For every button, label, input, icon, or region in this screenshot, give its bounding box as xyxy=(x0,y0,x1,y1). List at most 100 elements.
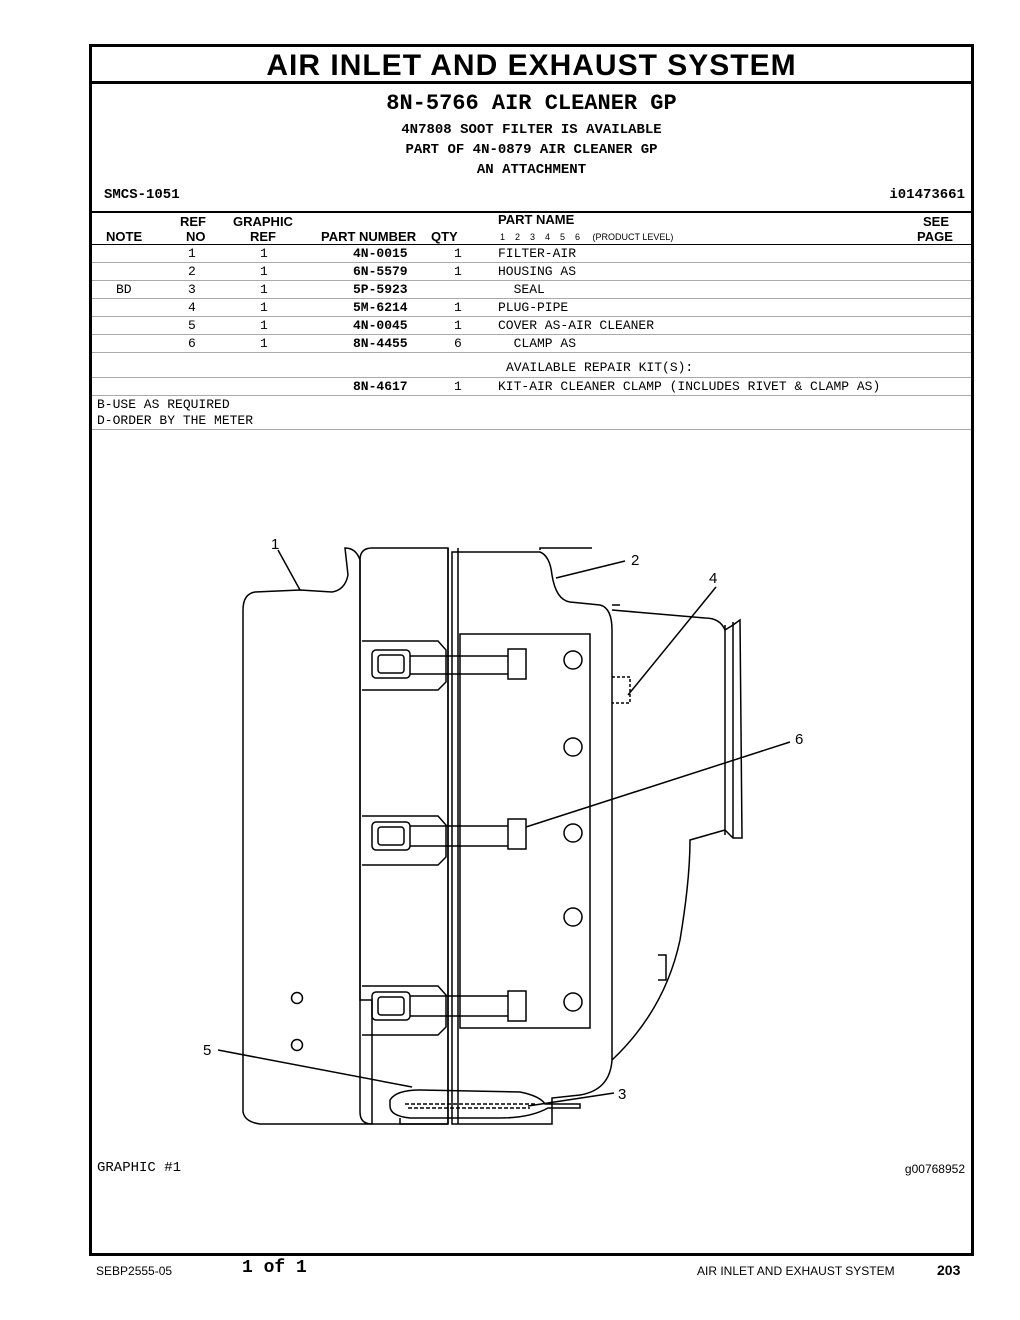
row-part-name: HOUSING AS xyxy=(498,264,577,279)
col-note: NOTE xyxy=(106,229,143,244)
row-ref: 2 xyxy=(188,264,196,279)
row-part-name: SEAL xyxy=(498,282,545,297)
row-ref: 5 xyxy=(188,318,196,333)
row-qty: 1 xyxy=(454,300,462,315)
row-part-name: COVER AS-AIR CLEANER xyxy=(498,318,655,333)
row-graphic: 1 xyxy=(260,282,268,297)
row-part-name: FILTER-AIR xyxy=(498,246,577,261)
row-graphic: 1 xyxy=(260,336,268,351)
kit-qty: 1 xyxy=(454,379,462,394)
row-part-number: 5M-6214 xyxy=(353,300,408,315)
row-rule xyxy=(92,298,971,299)
kit-part-number: 8N-4617 xyxy=(353,379,408,394)
row-part-name: CLAMP AS xyxy=(498,336,577,351)
row-rule xyxy=(92,280,971,281)
callout-6: 6 xyxy=(795,731,803,748)
repair-kit-heading: AVAILABLE REPAIR KIT(S): xyxy=(506,360,694,375)
outlet-flange xyxy=(724,622,734,838)
row-part-number: 4N-0045 xyxy=(353,318,408,333)
col-product-levels: 1 2 3 4 5 6 (PRODUCT LEVEL) xyxy=(500,232,674,242)
footer-page-of: 1 of 1 xyxy=(242,1258,307,1278)
plate-hole xyxy=(563,907,583,927)
notes-rule xyxy=(92,429,971,430)
row-graphic: 1 xyxy=(260,318,268,333)
row-ref: 1 xyxy=(188,246,196,261)
group-title: 8N-5766 AIR CLEANER GP xyxy=(386,91,677,116)
graphic-label: GRAPHIC #1 xyxy=(97,1160,182,1176)
clamp xyxy=(362,985,527,1036)
plate-hole xyxy=(563,650,583,670)
group-note-line-1: 4N7808 SOOT FILTER IS AVAILABLE xyxy=(401,122,662,138)
row-rule xyxy=(92,316,971,317)
leader-4 xyxy=(627,586,717,696)
row-rule xyxy=(92,395,971,396)
row-qty: 6 xyxy=(454,336,462,351)
plug-pipe xyxy=(612,676,631,704)
col-see-top: SEE xyxy=(923,214,950,229)
page-frame: AIR INLET AND EXHAUST SYSTEM 8N-5766 AIR… xyxy=(89,44,974,1256)
row-note: BD xyxy=(116,282,132,297)
table-top-rule xyxy=(92,211,971,213)
row-graphic: 1 xyxy=(260,300,268,315)
housing-shape xyxy=(451,551,613,1125)
col-graphic-bottom: REF xyxy=(250,229,276,244)
filter-hole xyxy=(290,1038,304,1052)
plate-hole xyxy=(563,823,583,843)
row-part-number: 8N-4455 xyxy=(353,336,408,351)
callout-1: 1 xyxy=(271,536,279,553)
seal xyxy=(389,1089,581,1119)
callout-5: 5 xyxy=(203,1042,211,1059)
col-part-name: PART NAME xyxy=(498,212,575,227)
callout-4: 4 xyxy=(709,570,717,587)
row-part-number: 6N-5579 xyxy=(353,264,408,279)
leader-2 xyxy=(555,560,626,579)
plate-hole xyxy=(563,992,583,1012)
leader-5 xyxy=(217,1049,413,1088)
housing-tab xyxy=(539,547,592,550)
row-ref: 3 xyxy=(188,282,196,297)
row-qty: 1 xyxy=(454,246,462,261)
clamp xyxy=(362,815,527,866)
side-boss xyxy=(658,954,667,981)
row-rule xyxy=(92,352,971,353)
note-b: B-USE AS REQUIRED xyxy=(97,397,230,412)
group-note-line-2: PART OF 4N-0879 AIR CLEANER GP xyxy=(405,142,658,158)
outlet-elbow xyxy=(611,609,743,1061)
row-rule xyxy=(92,262,971,263)
group-note-line-3: AN ATTACHMENT xyxy=(476,162,587,178)
filter-element-shape xyxy=(242,547,373,1125)
seal-lip xyxy=(399,1118,448,1125)
section-title: AIR INLET AND EXHAUST SYSTEM xyxy=(92,47,971,84)
col-ref-top: REF xyxy=(180,214,206,229)
mounting-plate xyxy=(459,633,591,1029)
footer-section: AIR INLET AND EXHAUST SYSTEM xyxy=(697,1264,895,1278)
col-see-bottom: PAGE xyxy=(917,229,953,244)
row-graphic: 1 xyxy=(260,246,268,261)
row-rule xyxy=(92,334,971,335)
row-ref: 4 xyxy=(188,300,196,315)
row-part-name: PLUG-PIPE xyxy=(498,300,569,315)
callout-2: 2 xyxy=(631,552,639,569)
row-qty: 1 xyxy=(454,264,462,279)
leader-1 xyxy=(277,549,301,591)
leader-6 xyxy=(525,741,791,828)
col-qty: QTY xyxy=(431,229,458,244)
leader-3 xyxy=(527,1092,615,1107)
clamp xyxy=(362,640,527,691)
plate-hole xyxy=(563,737,583,757)
row-part-number: 4N-0015 xyxy=(353,246,408,261)
row-ref: 6 xyxy=(188,336,196,351)
callout-3: 3 xyxy=(618,1086,626,1103)
header-rule xyxy=(92,244,971,245)
note-d: D-ORDER BY THE METER xyxy=(97,413,254,428)
kit-part-name: KIT-AIR CLEANER CLAMP (INCLUDES RIVET & … xyxy=(498,379,881,394)
seal-hatch xyxy=(405,1103,535,1109)
graphic-id: g00768952 xyxy=(904,1162,965,1176)
footer-page-number: 203 xyxy=(937,1262,961,1278)
row-rule xyxy=(92,377,971,378)
col-part-number: PART NUMBER xyxy=(321,229,417,244)
row-qty: 1 xyxy=(454,318,462,333)
row-part-number: 5P-5923 xyxy=(353,282,408,297)
document-ident: i01473661 xyxy=(889,187,965,203)
